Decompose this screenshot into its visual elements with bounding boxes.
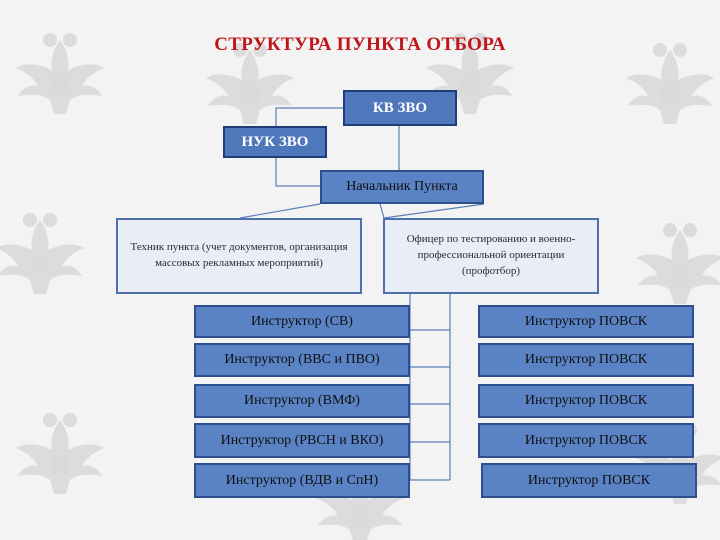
head-box: Начальник Пункта	[320, 170, 484, 204]
instructor-vmf-box: Инструктор (ВМФ)	[194, 384, 410, 418]
instructor-label: Инструктор (РВСН и ВКО)	[220, 432, 384, 448]
instructor-label: Инструктор ПОВСК	[524, 313, 648, 329]
instructor-label: Инструктор (ВМФ)	[244, 393, 360, 408]
instructor-label: Инструктор (СВ)	[251, 313, 353, 329]
kv-zvo-label: КВ ЗВО	[372, 99, 428, 116]
instructor-povsk-box: Инструктор ПОВСК	[478, 343, 694, 377]
kv-zvo-box: КВ ЗВО	[343, 90, 457, 126]
instructor-rvsn-box: Инструктор (РВСН и ВКО)	[194, 423, 410, 458]
instructor-label: Инструктор (ВДВ и СпН)	[225, 472, 379, 488]
technician-box: Техник пункта (учет документов, организа…	[116, 218, 362, 294]
instructor-vvs-box: Инструктор (ВВС и ПВО)	[194, 343, 410, 377]
instructor-povsk-box: Инструктор ПОВСК	[478, 305, 694, 338]
instructor-sv-box: Инструктор (СВ)	[194, 305, 410, 338]
officer-label: Офицер по тестированию и военно-професси…	[406, 233, 576, 277]
instructor-povsk-box: Инструктор ПОВСК	[478, 423, 694, 458]
instructor-label: Инструктор ПОВСК	[524, 393, 648, 408]
instructor-povsk-box: Инструктор ПОВСК	[478, 384, 694, 418]
nuk-zvo-box: НУК ЗВО	[223, 126, 327, 158]
instructor-povsk-box: Инструктор ПОВСК	[481, 463, 697, 498]
head-label: Начальник Пункта	[346, 179, 458, 194]
instructor-vdv-box: Инструктор (ВДВ и СпН)	[194, 463, 410, 498]
nuk-zvo-label: НУК ЗВО	[241, 133, 309, 150]
instructor-label: Инструктор (ВВС и ПВО)	[224, 352, 380, 367]
instructor-label: Инструктор ПОВСК	[524, 432, 648, 448]
technician-label: Техник пункта (учет документов, организа…	[130, 241, 348, 269]
instructor-label: Инструктор ПОВСК	[527, 472, 651, 488]
officer-box: Офицер по тестированию и военно-професси…	[383, 218, 599, 294]
page-title: СТРУКТУРА ПУНКТА ОТБОРА	[214, 34, 506, 55]
instructor-label: Инструктор ПОВСК	[524, 352, 648, 367]
